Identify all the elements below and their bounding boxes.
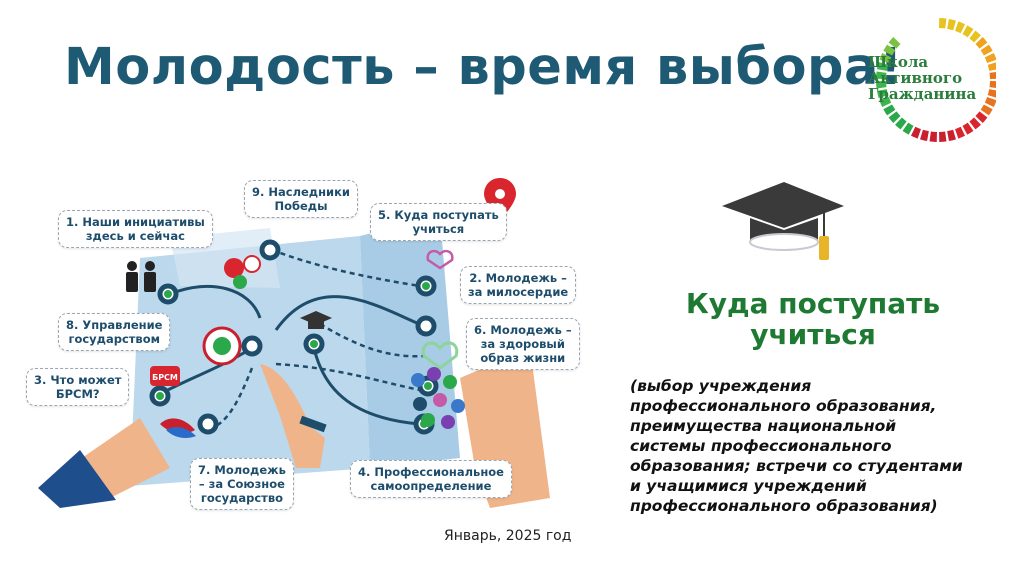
logo-ring-segment (987, 62, 996, 71)
logo-ring-segment (876, 89, 889, 98)
logo-line-3: Гражданина (868, 85, 977, 103)
subheading: Куда поступать учиться (640, 288, 986, 350)
map-label-6-line-1: 6. Молодежь – (474, 323, 572, 337)
logo-ring-segment (947, 129, 956, 142)
charity-icon (426, 249, 454, 270)
brsm-badge-text: БРСМ (152, 373, 178, 382)
logo-ring-segment (939, 131, 947, 142)
logo-ring-segment (910, 126, 921, 139)
map-label-3: 3. Что может БРСМ? (26, 368, 130, 406)
map-label-7-line-3: государство (200, 491, 284, 505)
pointing-hand-icon (260, 364, 325, 468)
subheading-line-2: учиться (750, 318, 876, 351)
logo-ring-segment (984, 97, 996, 108)
map-label-7: 7. Молодежь – за Союзное государство (190, 458, 294, 510)
map-label-9-line-2: Победы (274, 199, 328, 213)
map-label-6: 6. Молодежь – за здоровый образ жизни (466, 318, 580, 370)
profession-people-icon (411, 367, 465, 429)
map-label-7-line-1: 7. Молодежь (198, 463, 286, 477)
logo-ring-segment (989, 71, 996, 79)
graduation-cap-icon (722, 182, 844, 260)
brsm-badge-icon: БРСМ (150, 366, 180, 386)
logo-ring-segment (947, 18, 956, 31)
logo-ring-segment (876, 62, 889, 71)
map-label-1: 1. Наши инициативы здесь и сейчас (58, 210, 213, 248)
map-label-9-line-1: 9. Наследники (252, 185, 350, 199)
logo-ring-segment (939, 18, 947, 29)
logo-ring-icon (876, 18, 996, 142)
map-label-4: 4. Профессиональное самоопределение (350, 460, 512, 498)
logo-ring-segment (883, 104, 896, 116)
description: (выбор учреждения профессионального обра… (630, 376, 1018, 516)
description-line-1: (выбор учреждения (630, 377, 812, 395)
map-label-5-line-2: учиться (412, 222, 465, 236)
state-emblem-icon (202, 326, 242, 366)
description-line-2: профессионального образования, (630, 397, 937, 415)
logo-ring-segment (879, 97, 892, 108)
logo-ring-segment (888, 37, 901, 49)
map-label-3-line-2: БРСМ? (55, 387, 100, 401)
map-label-8: 8. Управление государством (58, 313, 171, 351)
people-icon (126, 261, 156, 292)
logo-ring-segment (876, 81, 887, 89)
slide-title: Молодость – время выбора! (64, 38, 903, 97)
logo-ring-segment (962, 122, 974, 135)
map-label-1-line-1: 1. Наши инициативы (66, 215, 205, 229)
map-label-4-line-1: 4. Профессиональное (358, 465, 504, 479)
logo-ring-segment (969, 30, 981, 43)
union-flags-icon (160, 418, 196, 438)
description-line-5: образования; встречи со студентами (630, 457, 963, 475)
logo-ring-segment (969, 117, 981, 130)
map-label-6-line-3: образ жизни (480, 351, 566, 365)
map-label-9: 9. Наследники Победы (244, 180, 358, 218)
description-line-7: профессионального образования) (630, 497, 938, 515)
logo-ring-segment (980, 44, 993, 56)
description-line-6: и учащимися учреждений (630, 477, 867, 495)
description-line-3: преимущества национальной (630, 417, 897, 435)
map-label-7-line-2: – за Союзное (198, 477, 285, 491)
map-label-1-line-2: здесь и сейчас (85, 229, 185, 243)
map-label-4-line-2: самоопределение (370, 479, 492, 493)
map-graduation-cap-icon (300, 311, 332, 329)
date-label: Январь, 2025 год (444, 528, 572, 544)
map-label-8-line-2: государством (68, 332, 161, 346)
map-label-2-line-1: 2. Молодежь – (469, 271, 567, 285)
logo-ring-segment (955, 21, 966, 34)
logo-ring-segment (902, 122, 914, 135)
subheading-line-1: Куда поступать (685, 287, 941, 320)
victory-wreath-icon (224, 255, 261, 289)
logo-ring-segment (876, 71, 887, 79)
logo-ring-segment (955, 126, 966, 139)
logo-ring-segment (975, 37, 988, 49)
left-sleeve-icon (38, 450, 116, 508)
map-label-3-line-1: 3. Что может (34, 373, 122, 387)
logo-line-1: Школа (868, 53, 929, 71)
map-label-8-line-1: 8. Управление (66, 318, 163, 332)
logo-ring-segment (980, 104, 993, 116)
map-label-2-line-2: за милосердие (468, 285, 569, 299)
logo-ring-segment (895, 117, 907, 130)
map-label-2: 2. Молодежь – за милосердие (460, 266, 577, 304)
logo-ring-segment (920, 129, 929, 142)
logo-ring-segment (975, 111, 988, 123)
map-label-5-line-1: 5. Куда поступать (378, 208, 499, 222)
description-line-4: системы профессионального (630, 437, 892, 455)
logo-ring-segment (984, 52, 996, 63)
logo-ring-segment (962, 25, 974, 38)
logo-text: Школа Активного Гражданина (868, 54, 976, 102)
heart-icon (421, 341, 459, 370)
logo-ring-segment (989, 81, 996, 89)
map-label-6-line-2: за здоровый (480, 337, 565, 351)
logo-ring-segment (888, 111, 901, 123)
logo-ring-segment (879, 52, 892, 63)
logo-ring-segment (883, 44, 896, 56)
logo-ring-segment (987, 89, 996, 98)
map-label-5: 5. Куда поступать учиться (370, 203, 507, 241)
logo-line-2: Активного (868, 69, 963, 87)
logo-ring-segment (929, 131, 937, 142)
